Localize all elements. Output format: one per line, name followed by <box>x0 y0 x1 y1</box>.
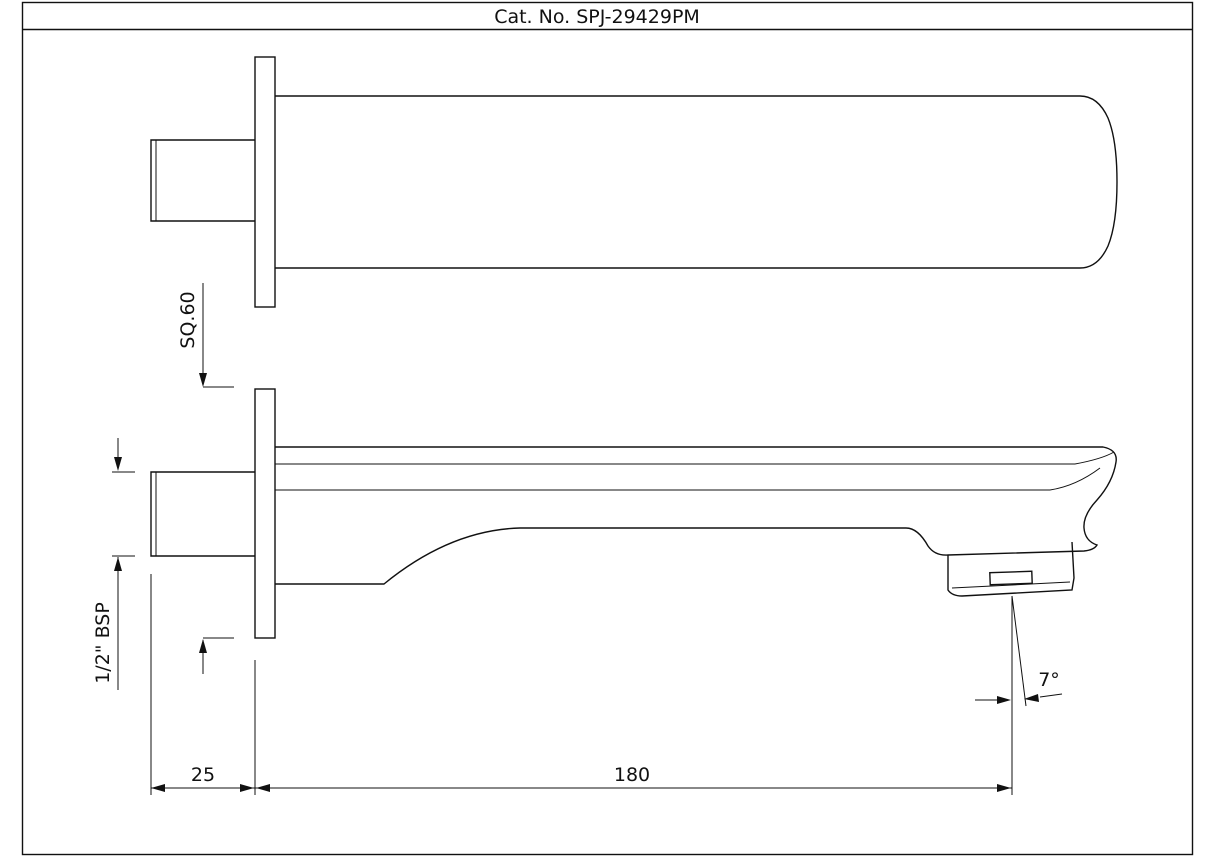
catalog-number: Cat. No. SPJ-29429PM <box>494 6 700 28</box>
side-spout-lip <box>1074 451 1115 465</box>
thread-dimension: 1/2" BSP <box>92 438 135 690</box>
aerator-housing <box>947 541 1075 597</box>
top-spout-body <box>275 95 1118 269</box>
side-spout-tip-curve <box>1049 467 1101 491</box>
drawing-border <box>21 1 1194 856</box>
aerator-outlet <box>989 570 1033 586</box>
sq60-label: SQ.60 <box>177 291 199 348</box>
length-dimensions: 25 180 <box>150 574 1013 795</box>
side-view <box>150 388 1117 639</box>
side-spout-body <box>275 446 1117 585</box>
sq60-lower-witness <box>199 637 234 674</box>
side-flange-plate <box>254 388 276 639</box>
angle-label: 7° <box>1038 669 1060 691</box>
side-inlet-thread <box>150 471 255 557</box>
angle-dimension: 7° <box>975 595 1063 707</box>
inlet-length-label: 25 <box>191 764 215 786</box>
top-view <box>150 56 1118 308</box>
top-inlet-thread <box>150 139 255 222</box>
thread-label: 1/2" BSP <box>92 602 114 684</box>
top-flange-plate <box>254 56 276 308</box>
spout-length-label: 180 <box>614 764 650 786</box>
sq60-dimension: SQ.60 <box>177 283 234 388</box>
